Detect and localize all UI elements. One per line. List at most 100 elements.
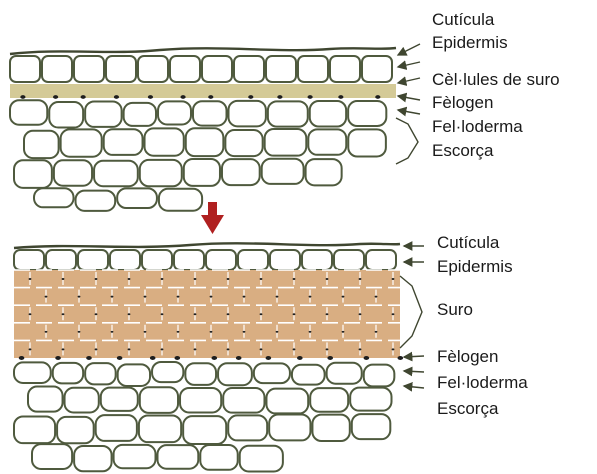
cork-cell-dot [29,278,32,280]
epidermis-cell [298,56,328,82]
epidermis-cell [266,56,296,82]
cork-cell-dot [293,348,296,350]
cortex-cell [85,363,116,384]
cortex-cell [158,445,199,469]
cortex-cell [222,159,260,185]
cork-cell-dot [194,278,197,280]
cortex-cell [32,444,72,469]
cork-cell-dot [177,296,180,298]
cork-cell-dot [392,313,395,315]
cortex-cell [57,417,94,443]
phellogen-nucleus [277,95,282,99]
bottom-cortex-cells [14,362,394,471]
epidermis-cell [42,56,72,82]
phellogen-nucleus [266,356,272,360]
cork-cell-dot [227,278,230,280]
cortex-cell [114,445,156,468]
cortex-cell [218,363,252,385]
label-felloderma-bottom: Fel·loderma [437,373,528,393]
phellogen-nucleus [327,356,333,360]
cork-cell-dot [243,331,246,333]
label-felogen-bottom: Fèlogen [437,347,498,367]
cortex-cell [74,446,111,471]
cortex-cell [223,388,264,413]
cork-cell-dot [359,278,362,280]
cork-cell-dot [276,331,279,333]
cork-cell-dot [293,313,296,315]
phellogen-nucleus [236,356,242,360]
cortex-cell [186,128,224,156]
cortex-cell [180,388,221,413]
cortex-cell [262,159,304,184]
phellogen-nucleus [364,356,370,360]
cork-cell-dot [144,296,147,298]
cork-cell-dot [309,331,312,333]
phellogen-nucleus [53,95,58,99]
epidermis-cell [138,56,168,82]
cortex-cell [200,445,237,470]
phellogen-nucleus [150,356,156,360]
cork-cell-dot [293,278,296,280]
cork-cell-dot [342,296,345,298]
phellogen-nucleus [117,356,123,360]
cork-cell-dot [128,348,131,350]
epidermis-cell [206,250,236,270]
label-felloderma-top: Fel·loderma [432,117,523,137]
pointer-felloderma-bottom [404,371,424,372]
cork-cell-dot [359,348,362,350]
cork-cell-dot [161,348,164,350]
cortex-cell [183,416,226,444]
pointer-epidermis-top [398,62,420,67]
cork-cell-dot [260,278,263,280]
label-suro-bottom: Suro [437,300,473,320]
cortex-cell [225,130,262,156]
cortex-cell [292,365,325,385]
bottom-epidermis-cells [14,250,396,270]
cork-cell-dot [128,313,131,315]
cork-cell-dot [342,331,345,333]
phellogen-nucleus [297,356,303,360]
epidermis-cell [234,56,264,82]
cortex-cell [254,363,290,383]
cork-cell-dot [111,331,114,333]
phellogen-nucleus [248,95,253,99]
epidermis-cell [330,56,360,82]
bottom-tissue-section [14,243,403,471]
cortex-cell [101,388,138,411]
cork-cell-dot [326,278,329,280]
phellogen-nucleus [148,95,153,99]
cork-cell-dot [95,313,98,315]
phellogen-nucleus [20,95,25,99]
epidermis-cell [270,250,300,270]
cortex-cell [310,101,346,127]
cortex-cell [14,362,51,383]
cortex-cell [14,160,52,188]
epidermis-cell [74,56,104,82]
cork-cell-dot [62,348,65,350]
pointer-felogen-bottom [404,356,424,357]
cortex-cell [265,129,307,156]
cork-cell-dot [194,348,197,350]
pointer-escorca-bottom [404,386,424,388]
cortex-cell [184,159,220,186]
cortex-cell [145,128,184,155]
cortex-cell [53,363,83,384]
cork-cell-dot [194,313,197,315]
epidermis-cell [202,56,232,82]
cork-cell-dot [177,331,180,333]
cork-cell-dot [95,348,98,350]
cortex-cell [76,191,116,211]
cortex-cell [61,129,102,156]
cortex-cell [24,131,59,158]
cork-cell-dot [161,313,164,315]
cortex-cell [104,129,143,155]
label-cuticula-top: Cutícula [432,10,494,30]
cortex-cell [54,160,92,185]
cortex-cell [152,362,183,382]
phellogen-nucleus [208,95,213,99]
cortex-cell [228,415,267,440]
bracket-suro-bottom [400,276,422,348]
phellogen-nucleus [308,95,313,99]
cork-cell-dot [29,348,32,350]
cork-cell-dot [375,296,378,298]
